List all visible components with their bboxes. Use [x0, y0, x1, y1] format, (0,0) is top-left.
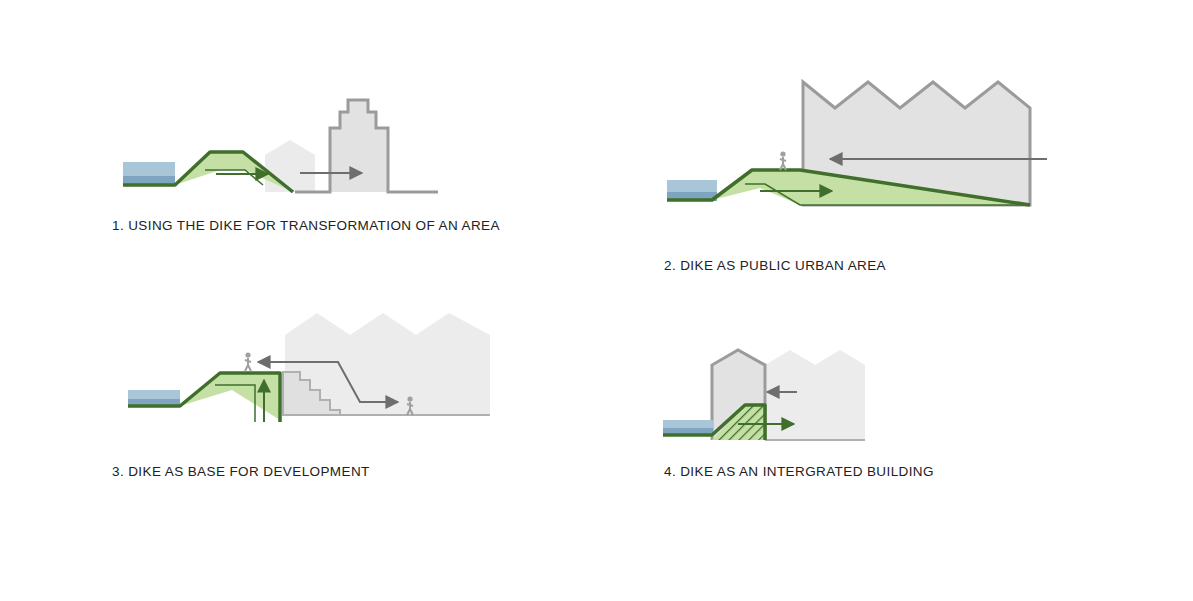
green-arrow [738, 423, 794, 425]
person [780, 151, 786, 170]
water [663, 420, 713, 435]
grey-arrow [300, 172, 362, 174]
grey-arrow [830, 158, 1047, 160]
caption: 4. DIKE AS AN INTERGRATED BUILDING [664, 464, 934, 480]
ground [765, 439, 865, 441]
green-arrow [216, 173, 268, 175]
pale-house [265, 140, 315, 192]
dike-fill [175, 152, 293, 192]
dike-outline [128, 373, 280, 422]
dike-outline [663, 405, 765, 440]
dike-core [205, 170, 263, 185]
ground [340, 414, 490, 416]
person [245, 352, 251, 371]
caption: 1. USING THE DIKE FOR TRANSFORMATION OF … [112, 218, 500, 234]
water [123, 162, 175, 185]
water [667, 180, 717, 201]
panel-three [128, 313, 490, 422]
panel-one [123, 100, 438, 192]
dike-core [745, 184, 1030, 205]
dike-core [215, 385, 255, 422]
stairs [283, 372, 340, 415]
panel-two [667, 82, 1047, 205]
green-arrow [760, 190, 832, 192]
caption: 3. DIKE AS BASE FOR DEVELOPMENT [112, 464, 370, 480]
dike-fill [712, 170, 1030, 205]
person [407, 396, 413, 415]
gable-building [295, 100, 438, 192]
grey-arrow [310, 362, 398, 402]
caption: 2. DIKE AS PUBLIC URBAN AREA [664, 258, 886, 274]
green-arrow [263, 380, 265, 422]
panel-four [663, 350, 865, 440]
dike-outline [123, 152, 293, 192]
grey-arrow [767, 391, 797, 393]
dike-outline [667, 170, 1030, 205]
pale-building [765, 350, 865, 440]
